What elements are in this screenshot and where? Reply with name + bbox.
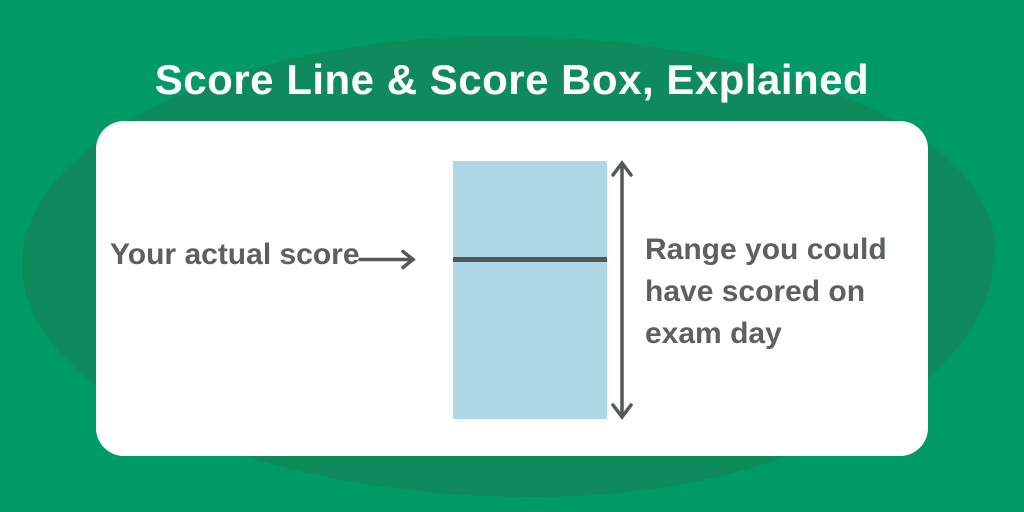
vertical-double-arrow-icon	[611, 160, 633, 420]
right-arrow-icon	[358, 249, 416, 270]
range-label: Range you could have scored on exam day	[645, 229, 887, 355]
actual-score-label: Your actual score	[110, 238, 360, 271]
page-title: Score Line & Score Box, Explained	[154, 56, 870, 103]
range-label-line: exam day	[645, 317, 782, 350]
score-box	[453, 161, 607, 419]
score-line	[453, 257, 607, 262]
range-label-line: Range you could	[645, 233, 887, 266]
range-label-line: have scored on	[645, 275, 866, 308]
